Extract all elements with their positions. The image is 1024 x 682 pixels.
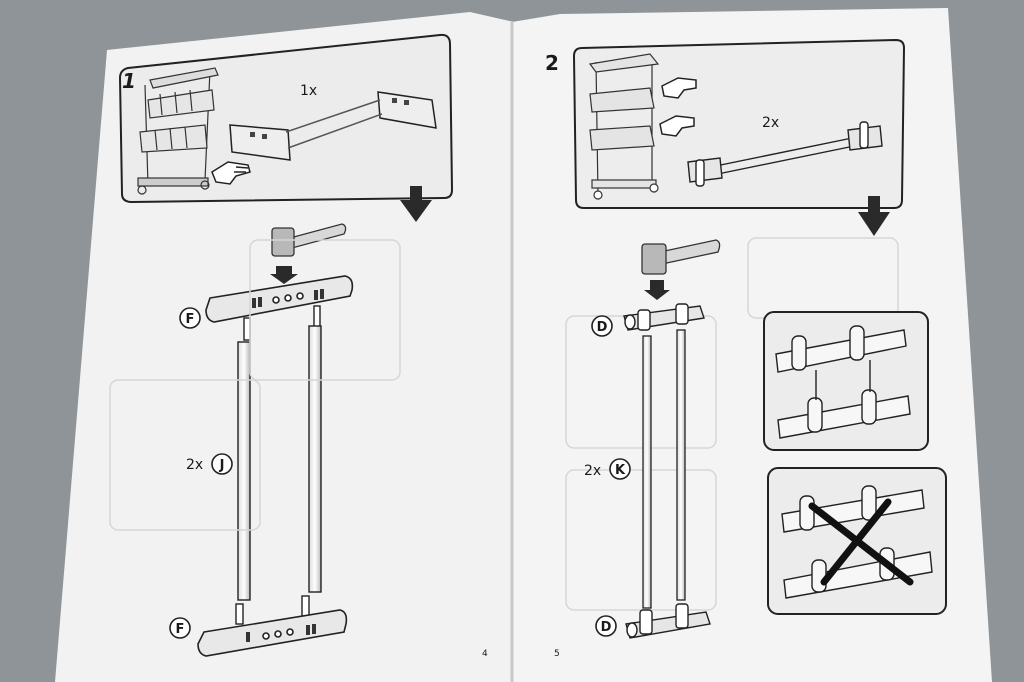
- top-connector-d: [623, 303, 705, 331]
- step-1-panel: 1 1x: [118, 33, 454, 204]
- part-label-k: K: [609, 458, 631, 480]
- svg-text:F: F: [176, 622, 185, 637]
- rod-k-left: [642, 335, 652, 609]
- connector-bar-illustration: [687, 121, 883, 187]
- part-label-j: J: [211, 453, 233, 475]
- part-label-f-bottom: F: [169, 617, 191, 639]
- rod-j-left: [235, 317, 251, 625]
- correct-orientation-detail: [763, 311, 929, 451]
- pointing-hand-icon: [661, 77, 697, 99]
- drying-rack-illustration: [137, 67, 219, 195]
- rod-k-quantity: 2x: [584, 463, 601, 479]
- drying-rack-illustration-2: [588, 53, 660, 200]
- right-page-number: 5: [554, 649, 560, 659]
- step-2-quantity: 2x: [762, 115, 779, 131]
- part-label-d-bottom: D: [595, 615, 617, 637]
- step-2-panel: 2x: [572, 38, 906, 209]
- svg-text:D: D: [597, 320, 608, 335]
- rod-k-right: [676, 329, 686, 601]
- arrow-down-icon: [400, 186, 432, 222]
- pointing-hand-icon: [659, 115, 695, 137]
- part-label-d-top: D: [591, 315, 613, 337]
- step-2-number: 2: [545, 51, 559, 75]
- left-page-number: 4: [482, 649, 488, 659]
- hammer-icon: [270, 223, 347, 284]
- rod-j-quantity: 2x: [186, 457, 203, 473]
- step-1-number: 1: [122, 69, 136, 93]
- arrow-down-icon: [858, 196, 890, 236]
- svg-text:F: F: [186, 312, 195, 327]
- crossbar-part-illustration: [229, 91, 437, 161]
- step-1-quantity: 1x: [300, 83, 317, 99]
- svg-text:J: J: [219, 458, 225, 473]
- top-crossbar-f: [205, 275, 354, 323]
- svg-text:D: D: [601, 620, 612, 635]
- cross-mark-icon: [808, 498, 914, 586]
- rod-j-right: [301, 305, 322, 619]
- pointing-hand-icon: [211, 161, 251, 185]
- hammer-icon: [641, 239, 721, 300]
- bottom-connector-d: [625, 603, 711, 639]
- incorrect-orientation-detail: [767, 467, 947, 615]
- svg-text:K: K: [615, 463, 626, 478]
- part-label-f-top: F: [179, 307, 201, 329]
- bottom-crossbar-f: [197, 609, 348, 657]
